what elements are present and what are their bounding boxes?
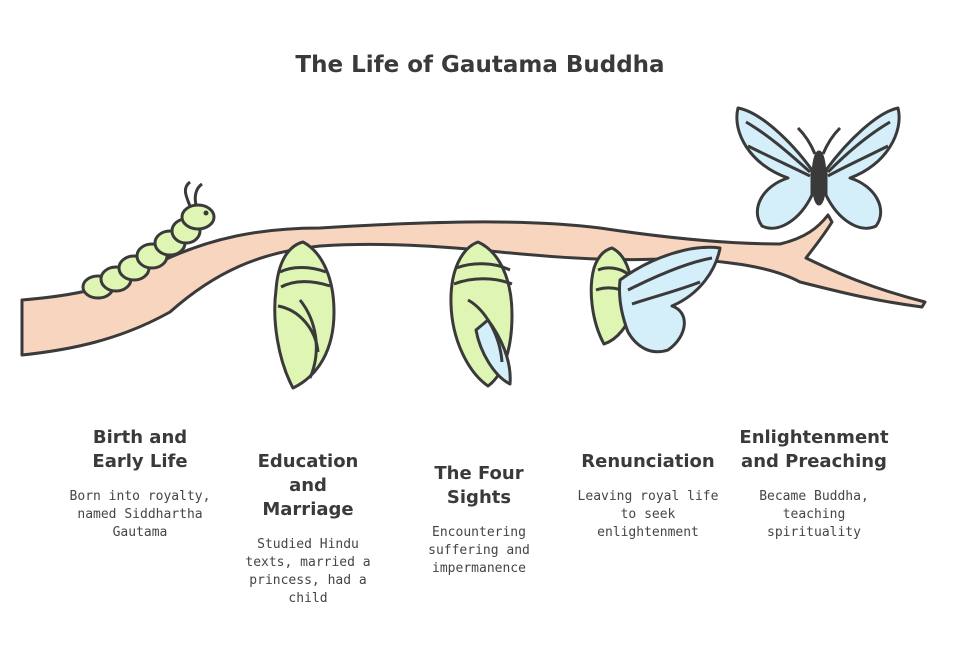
emerging-butterfly-icon <box>589 245 722 354</box>
stage-title: Renunciation <box>581 451 715 472</box>
butterfly-icon <box>735 106 901 230</box>
stage-title: The Four Sights <box>434 463 524 508</box>
chrysalis-with-wing-icon <box>449 240 514 388</box>
stage-title: Birth and Early Life <box>92 427 188 472</box>
diagram-title: The Life of Gautama Buddha <box>295 52 665 78</box>
stage-enlightenment: Enlightenment and Preaching Became Buddh… <box>734 426 894 542</box>
stage-four-sights: The Four Sights Encountering suffering a… <box>399 462 559 578</box>
stage-education: Education and Marriage Studied Hindu tex… <box>228 450 388 608</box>
stage-birth: Birth and Early Life Born into royalty, … <box>60 426 220 542</box>
chrysalis-icon <box>273 240 336 390</box>
stage-description: Encountering suffering and impermanence <box>428 525 530 576</box>
stage-description: Became Buddha, teaching spirituality <box>759 489 869 540</box>
stage-description: Born into royalty, named Siddhartha Gaut… <box>69 489 211 540</box>
caterpillar-icon <box>81 180 216 300</box>
stage-title: Enlightenment and Preaching <box>739 427 889 472</box>
stage-description: Studied Hindu texts, married a princess,… <box>245 537 371 606</box>
stage-title: Education and Marriage <box>257 451 359 520</box>
stage-description: Leaving royal life to seek enlightenment <box>577 489 719 540</box>
stage-renunciation: Renunciation Leaving royal life to seek … <box>568 450 728 542</box>
